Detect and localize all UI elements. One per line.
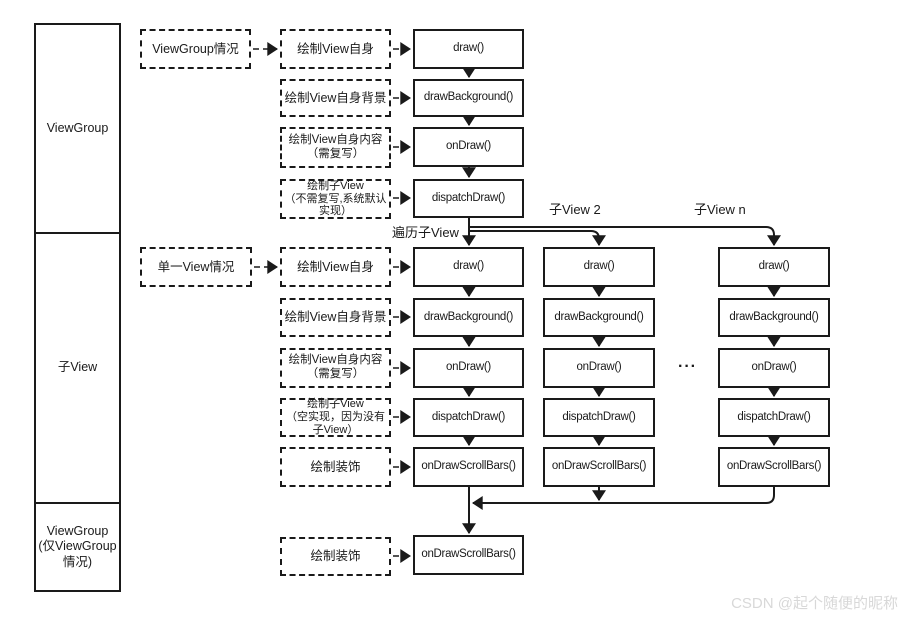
- method-ondrawscrollbars-child1: onDrawScrollBars(): [413, 447, 524, 487]
- method-ondraw-child2: onDraw(): [543, 348, 655, 388]
- step-draw-background-child: 绘制View自身背景: [280, 298, 391, 337]
- phase-viewgroup-only: ViewGroup (仅ViewGroup 情况): [34, 502, 121, 592]
- step-draw-self-top: 绘制View自身: [280, 29, 391, 69]
- watermark: CSDN @起个随便的昵称: [731, 595, 898, 612]
- step-draw-children-child: 绘制子View （空实现，因为没有 子View）: [280, 398, 391, 437]
- method-dispatchdraw-child1: dispatchDraw(): [413, 398, 524, 437]
- phase-viewgroup: ViewGroup: [34, 23, 121, 234]
- step-draw-children-top: 绘制子View （不需复写,系统默认 实现）: [280, 179, 391, 219]
- method-ondrawscrollbars-child2: onDrawScrollBars(): [543, 447, 655, 487]
- method-draw-childn: draw(): [718, 247, 830, 287]
- label-traverse-children: 遍历子View: [392, 225, 459, 240]
- method-drawbackground-child1: drawBackground(): [413, 298, 524, 337]
- method-ondrawscrollbars-final: onDrawScrollBars(): [413, 535, 524, 575]
- step-draw-background-top: 绘制View自身背景: [280, 79, 391, 117]
- case-single-view-box: 单一View情况: [140, 247, 252, 287]
- method-dispatchdraw-childn: dispatchDraw(): [718, 398, 830, 437]
- label-child-view-2: 子View 2: [549, 202, 601, 217]
- step-draw-decor-child: 绘制装饰: [280, 447, 391, 487]
- ellipsis-label: ···: [678, 358, 697, 375]
- method-ondraw-child1: onDraw(): [413, 348, 524, 388]
- method-ondrawscrollbars-childn: onDrawScrollBars(): [718, 447, 830, 487]
- method-dispatchdraw-top: dispatchDraw(): [413, 179, 524, 218]
- label-child-view-n: 子View n: [694, 202, 746, 217]
- method-dispatchdraw-child2: dispatchDraw(): [543, 398, 655, 437]
- step-draw-self-child: 绘制View自身: [280, 247, 391, 287]
- method-draw-child1: draw(): [413, 247, 524, 287]
- method-drawbackground-childn: drawBackground(): [718, 298, 830, 337]
- method-ondraw-childn: onDraw(): [718, 348, 830, 388]
- method-ondraw-top: onDraw(): [413, 127, 524, 167]
- method-draw-top: draw(): [413, 29, 524, 69]
- method-drawbackground-child2: drawBackground(): [543, 298, 655, 337]
- phase-child-view: 子View: [34, 232, 121, 504]
- step-draw-content-top: 绘制View自身内容 （需复写）: [280, 127, 391, 168]
- step-draw-decor-final: 绘制装饰: [280, 537, 391, 576]
- case-viewgroup-box: ViewGroup情况: [140, 29, 251, 69]
- step-draw-content-child: 绘制View自身内容 （需复写）: [280, 348, 391, 388]
- method-draw-child2: draw(): [543, 247, 655, 287]
- method-drawbackground-top: drawBackground(): [413, 79, 524, 117]
